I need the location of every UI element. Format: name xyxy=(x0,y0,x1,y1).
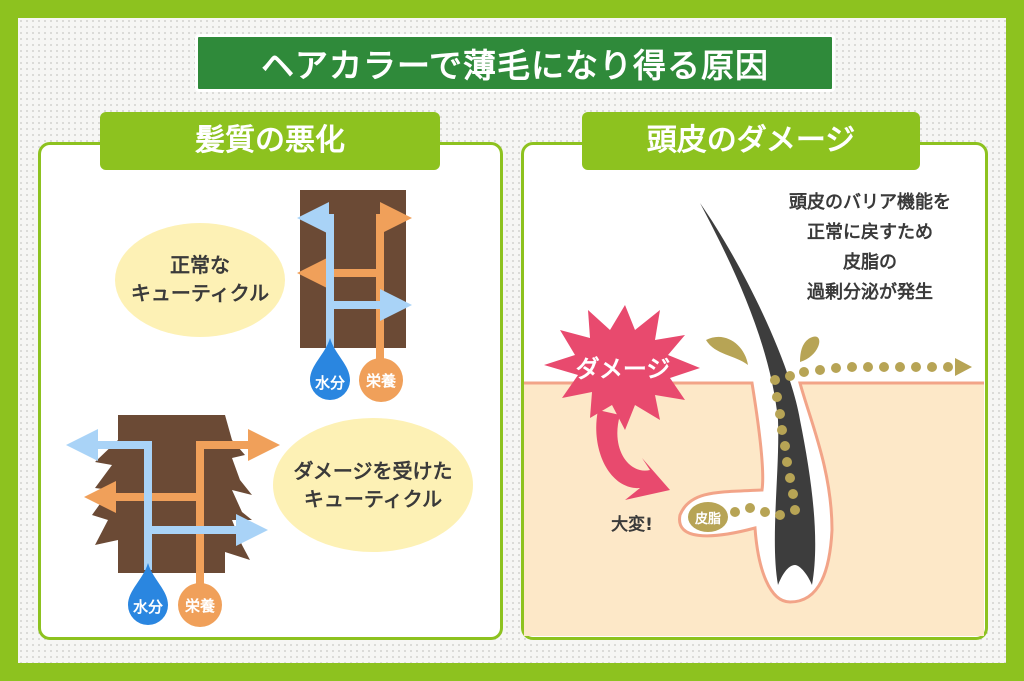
water-drop-icon xyxy=(310,338,350,400)
note-line2: 正常に戻すため xyxy=(807,221,933,243)
sebum-label: 皮脂 xyxy=(694,511,721,527)
sebum-flow-dots xyxy=(730,358,972,520)
sebaceous-gland xyxy=(688,502,728,532)
damage-label: ダメージ xyxy=(576,355,671,383)
normal-label-line2: キューティクル xyxy=(131,281,269,305)
damage-burst-icon xyxy=(544,305,700,430)
damaged-label-line1: ダメージを受けた xyxy=(294,459,453,483)
normal-cuticle: 水分 栄養 正常な キューティクル xyxy=(115,190,412,402)
damaged-cuticle: 水分 栄養 ダメージを受けた キューティクル xyxy=(66,415,473,627)
alert-label: 大変! xyxy=(611,514,653,535)
water-label: 水分 xyxy=(133,598,163,616)
note-line3: 皮脂の xyxy=(843,251,897,273)
sebum-drop-icon xyxy=(706,336,748,365)
normal-label-line1: 正常な xyxy=(170,253,230,277)
damage-arrow xyxy=(596,410,670,500)
page-title: ヘアカラーで薄毛になり得る原因 xyxy=(195,34,835,92)
note-line4: 過剰分泌が発生 xyxy=(807,281,933,303)
damaged-label-line2: キューティクル xyxy=(304,487,442,511)
sebum-drop-icon xyxy=(800,336,820,362)
nutrition-circle-icon xyxy=(359,358,403,402)
skin-surface-line xyxy=(524,381,984,604)
scalp-diagram: 皮脂 ダメージ 大変! 頭皮のバリア機能を 正常に戻すため 皮脂の 過剰分泌が発… xyxy=(524,191,984,636)
nutrition-label: 栄養 xyxy=(365,372,397,390)
nutrition-circle-icon xyxy=(178,583,222,627)
normal-bubble xyxy=(115,223,285,337)
note-line1: 頭皮のバリア機能を xyxy=(789,191,951,213)
water-label: 水分 xyxy=(315,374,345,392)
nutrition-label: 栄養 xyxy=(184,597,216,615)
skin xyxy=(524,383,984,636)
nutrition-arrow xyxy=(196,429,280,590)
hair xyxy=(700,203,816,585)
water-drop-icon xyxy=(128,563,168,625)
left-section-heading: 髪質の悪化 xyxy=(100,112,440,170)
damaged-bubble xyxy=(273,418,473,552)
left-panel xyxy=(38,142,503,640)
right-section-heading: 頭皮のダメージ xyxy=(582,112,920,170)
